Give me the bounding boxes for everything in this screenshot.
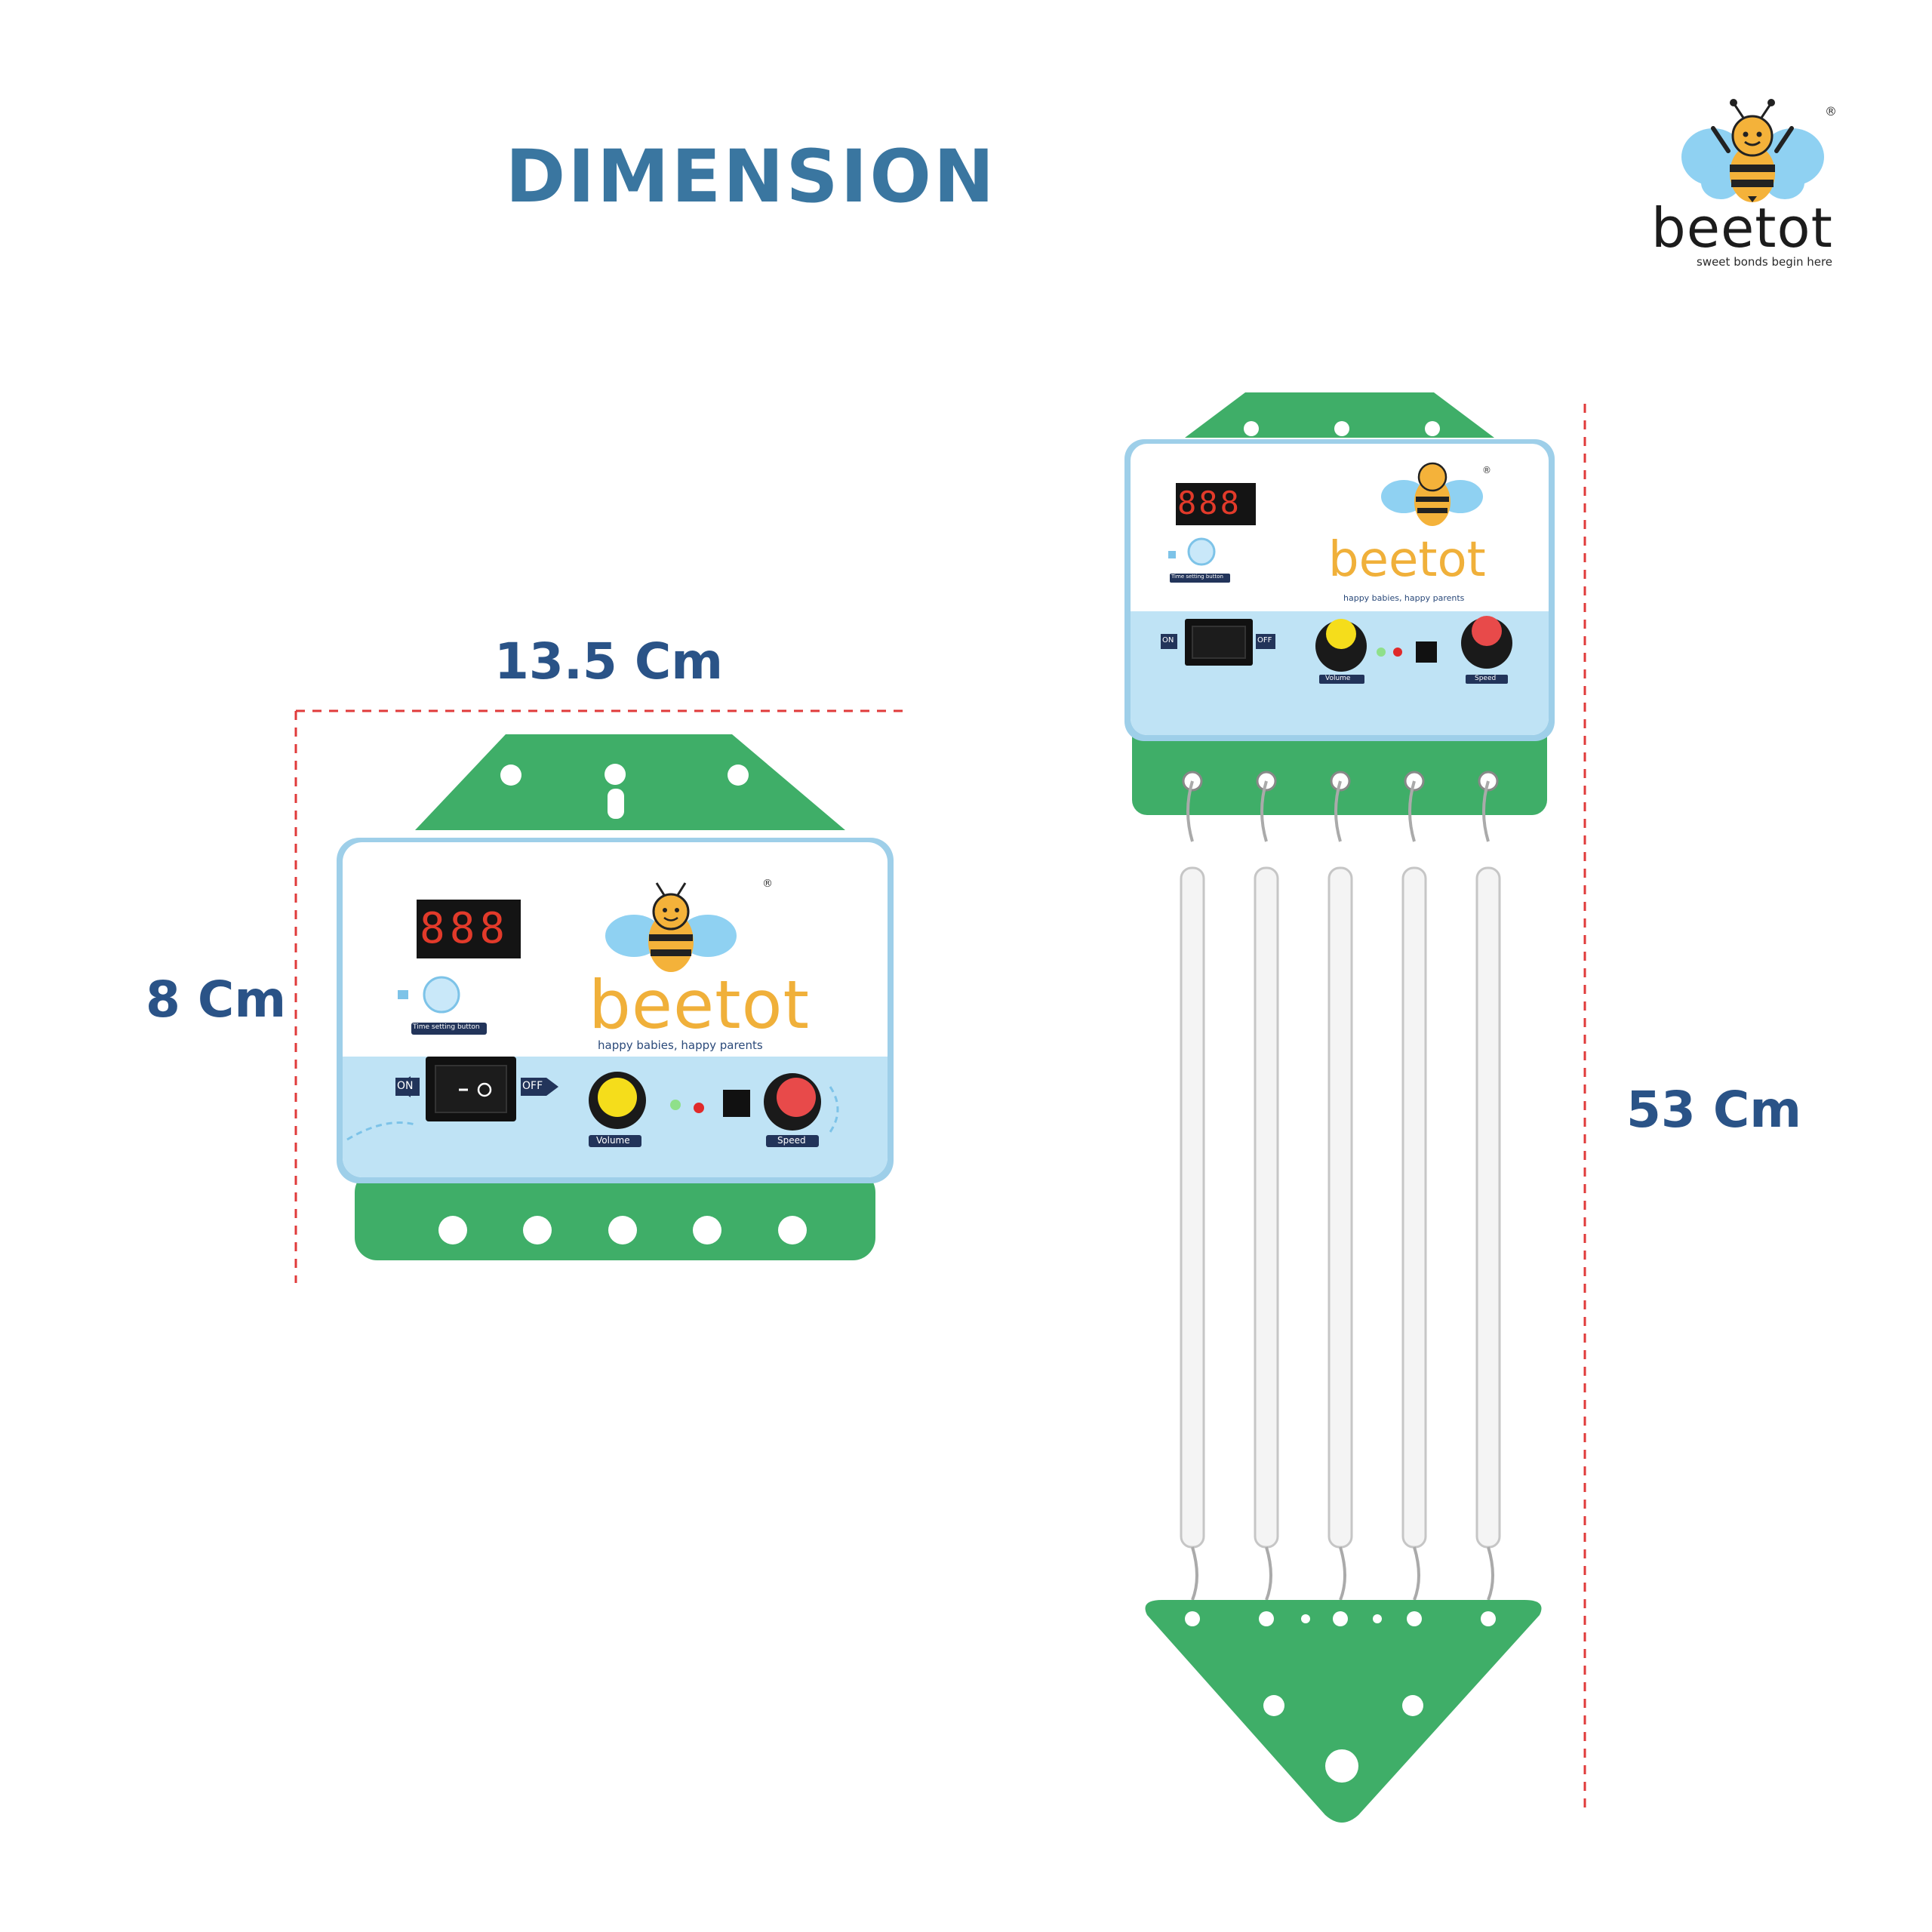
device-brand: beetot [1328,532,1486,588]
brand-logo: ® beetot sweet bonds begin here [1638,98,1872,272]
brand-name: beetot [1651,196,1833,260]
spring-3 [1327,771,1353,1601]
device-tagline: happy babies, happy parents [1343,593,1465,603]
switch-off-label: OFF [1257,636,1272,645]
speed-label: Speed [1475,675,1497,682]
digital-display [417,900,521,958]
bee-mascot-icon [605,882,737,972]
registered-mark: ® [1482,465,1491,475]
bee-mascot-icon [1681,99,1824,202]
sensor-square [723,1090,750,1117]
spring-2 [1254,771,1279,1601]
spring-1 [1180,771,1205,1601]
springs [1180,771,1501,1601]
bottom-triangle-plate [1145,1600,1542,1823]
controller-with-springs-view: 888 Time setting button ® beetot happy b… [1117,392,1555,1826]
volume-label: Volume [596,1135,630,1146]
speed-label: Speed [777,1135,806,1146]
device-brand: beetot [589,966,810,1044]
page-title: DIMENSION [505,134,997,219]
bracket-top-plate [415,734,845,830]
time-button-label: Time setting button [1171,574,1223,580]
time-button-label: Time setting button [413,1023,480,1031]
display-digits: 888 [420,904,510,953]
digital-display [1176,483,1256,525]
switch-on-label: ON [397,1080,414,1092]
registered-mark: ® [762,878,773,890]
switch-off-label: OFF [522,1080,543,1092]
switch-on-label: ON [1162,636,1174,645]
brand-tagline: sweet bonds begin here [1697,255,1833,269]
bracket-bottom-plate [355,1170,875,1260]
device-tagline: happy babies, happy parents [598,1038,763,1052]
controller-device [337,734,894,1260]
spring-4 [1401,771,1427,1601]
registered-mark: ® [1825,104,1837,118]
spring-assembly [1124,392,1555,1823]
spring-5 [1475,771,1501,1601]
width-dimension-label: 13.5 Cm [494,632,724,691]
controller-front-view: 888 Time setting button ® beetot happy b… [332,732,898,1275]
height-dimension-label: 8 Cm [146,971,287,1029]
length-dimension-label: 53 Cm [1626,1081,1802,1139]
volume-label: Volume [1325,675,1351,682]
display-digits: 888 [1177,485,1241,521]
time-setting-button-shape [423,976,460,1014]
